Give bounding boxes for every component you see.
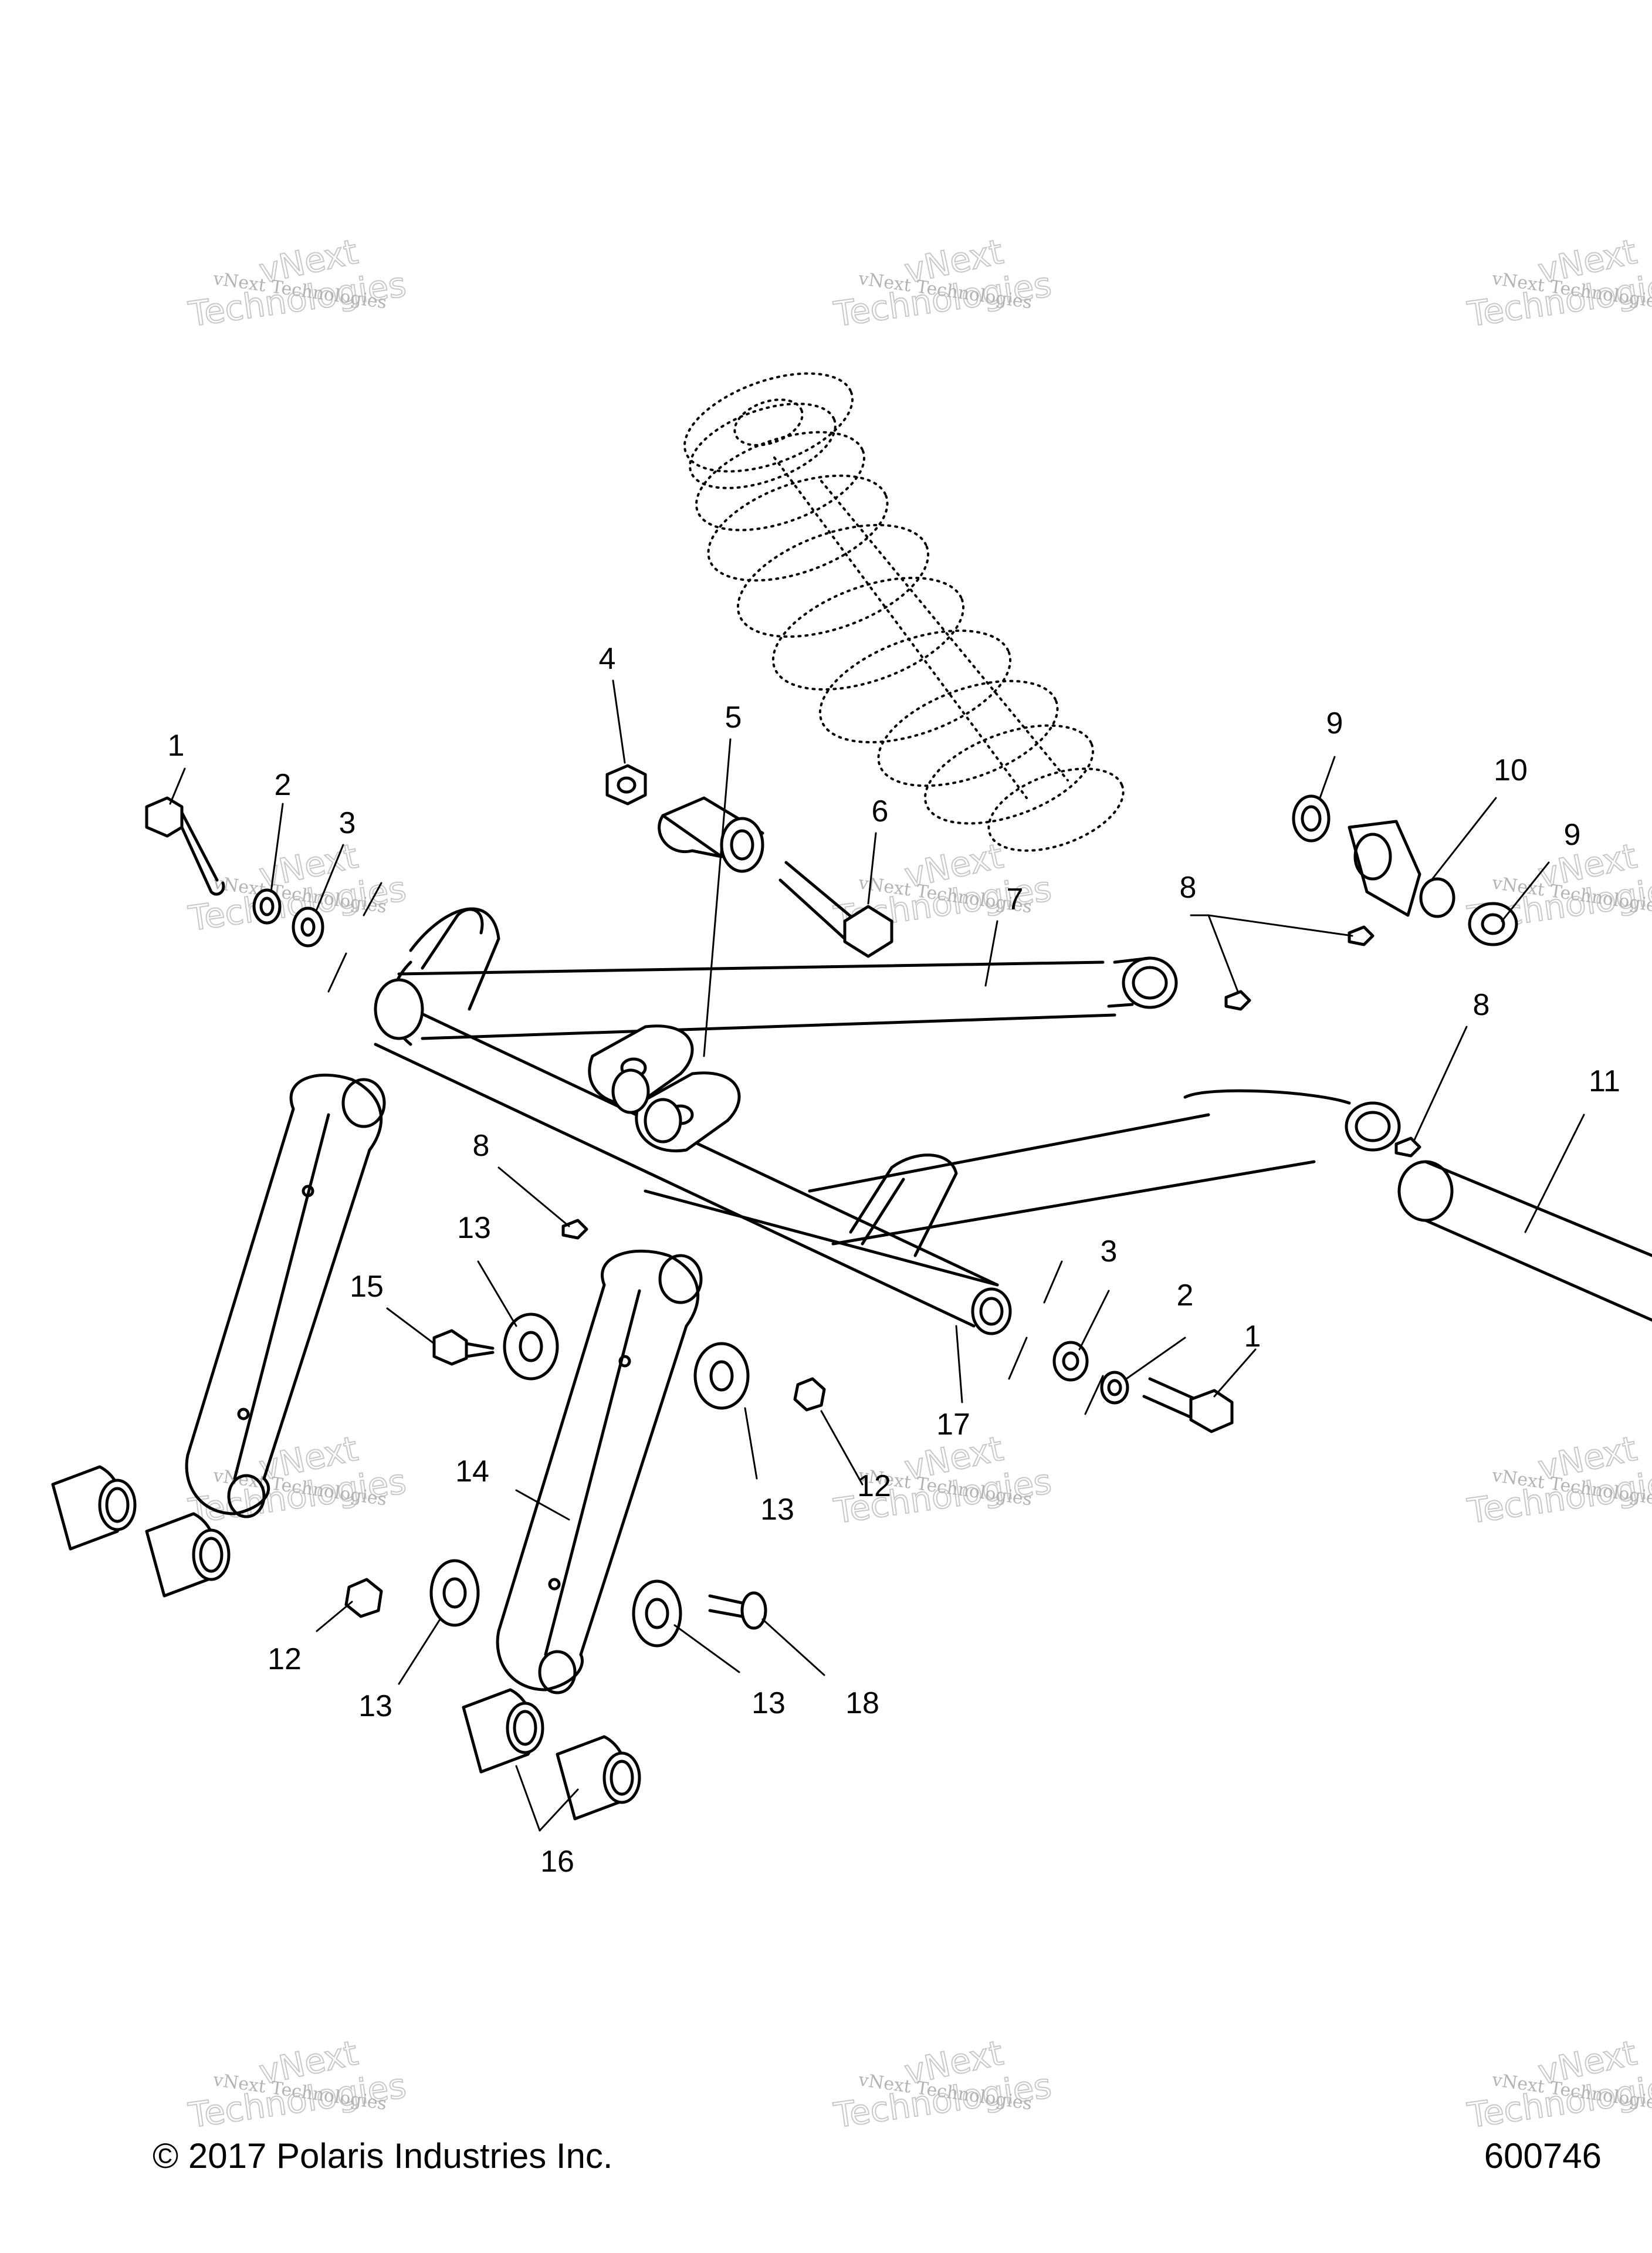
callout-12-b: 12 bbox=[268, 1642, 302, 1676]
callout-18: 18 bbox=[845, 1686, 879, 1720]
leader-lines bbox=[169, 679, 1585, 1832]
callout-13-a: 13 bbox=[457, 1211, 491, 1245]
callout-8-b: 8 bbox=[1473, 988, 1490, 1022]
grease-fitting-8-d bbox=[561, 1219, 588, 1240]
bolt-left-1 bbox=[145, 796, 225, 896]
callout-10: 10 bbox=[1494, 753, 1528, 787]
nut-12-b bbox=[344, 1578, 383, 1618]
strap-loop bbox=[849, 1153, 958, 1257]
washer-13-d bbox=[632, 1579, 682, 1648]
callout-4: 4 bbox=[599, 642, 616, 676]
bushing-16-c bbox=[462, 1688, 544, 1774]
bolt-6 bbox=[778, 861, 893, 958]
callout-3-right: 3 bbox=[1101, 1234, 1118, 1268]
callout-17: 17 bbox=[936, 1408, 970, 1442]
washer-9-a bbox=[1292, 794, 1331, 843]
callout-13-c: 13 bbox=[358, 1689, 392, 1723]
bushing-16-a bbox=[51, 1465, 137, 1551]
copyright-notice: © 2017 Polaris Industries Inc. bbox=[153, 2136, 613, 2176]
nut-4 bbox=[605, 764, 647, 806]
grease-fitting-8-b bbox=[1348, 925, 1375, 946]
flat-washer-left-3 bbox=[292, 906, 324, 948]
callout-12-a: 12 bbox=[857, 1469, 891, 1503]
upper-control-arm bbox=[389, 907, 1178, 1046]
washer-9-b bbox=[1468, 902, 1518, 946]
callout-9-b: 9 bbox=[1564, 818, 1581, 852]
lock-washer-left-2 bbox=[252, 888, 282, 925]
callout-7: 7 bbox=[1007, 882, 1024, 916]
callout-16: 16 bbox=[540, 1845, 574, 1879]
nut-12-a bbox=[793, 1377, 826, 1412]
callout-1-left: 1 bbox=[168, 729, 185, 763]
grease-fitting-8-a bbox=[1224, 990, 1251, 1011]
lower-control-arm bbox=[808, 1089, 1652, 1322]
callout-3-left: 3 bbox=[339, 806, 356, 840]
rear-link-right bbox=[496, 1249, 703, 1694]
callout-2-left: 2 bbox=[275, 768, 292, 802]
shock-mount-bracket bbox=[588, 1024, 741, 1152]
callout-labels: 1 2 3 4 5 6 7 8 8 8 9 9 10 11 12 12 13 1… bbox=[168, 642, 1620, 1879]
bolt-15 bbox=[432, 1329, 495, 1366]
washer-13-c bbox=[429, 1559, 480, 1627]
callout-8-c: 8 bbox=[473, 1129, 490, 1163]
callout-5: 5 bbox=[725, 701, 742, 735]
callout-13-d: 13 bbox=[751, 1686, 786, 1720]
washer-13-a bbox=[503, 1312, 559, 1381]
callout-2-right: 2 bbox=[1177, 1278, 1194, 1312]
washer-3-b bbox=[1052, 1341, 1089, 1382]
bushing-5 bbox=[658, 796, 764, 873]
washer-13-b bbox=[693, 1342, 750, 1410]
bolt-1-b bbox=[1142, 1377, 1234, 1433]
callout-14: 14 bbox=[455, 1454, 489, 1489]
shock-spring-phantom bbox=[683, 372, 1125, 852]
bolt-18 bbox=[708, 1591, 767, 1630]
grease-fitting-8-c bbox=[1394, 1136, 1421, 1158]
lock-washer-2-b bbox=[1100, 1371, 1129, 1405]
figure-number: 600746 bbox=[1484, 2136, 1602, 2176]
bushing-16-d bbox=[556, 1735, 641, 1821]
callout-15: 15 bbox=[350, 1270, 384, 1304]
pivot-bushing-10 bbox=[1348, 820, 1455, 918]
callout-6: 6 bbox=[872, 794, 889, 828]
callout-1-right: 1 bbox=[1244, 1320, 1261, 1354]
bushing-16-b bbox=[145, 1512, 231, 1598]
callout-13-b: 13 bbox=[760, 1493, 794, 1527]
rear-link-left bbox=[185, 1073, 386, 1518]
callout-9-a: 9 bbox=[1326, 706, 1343, 740]
callout-8-a: 8 bbox=[1180, 871, 1197, 905]
callout-11: 11 bbox=[1589, 1064, 1620, 1098]
